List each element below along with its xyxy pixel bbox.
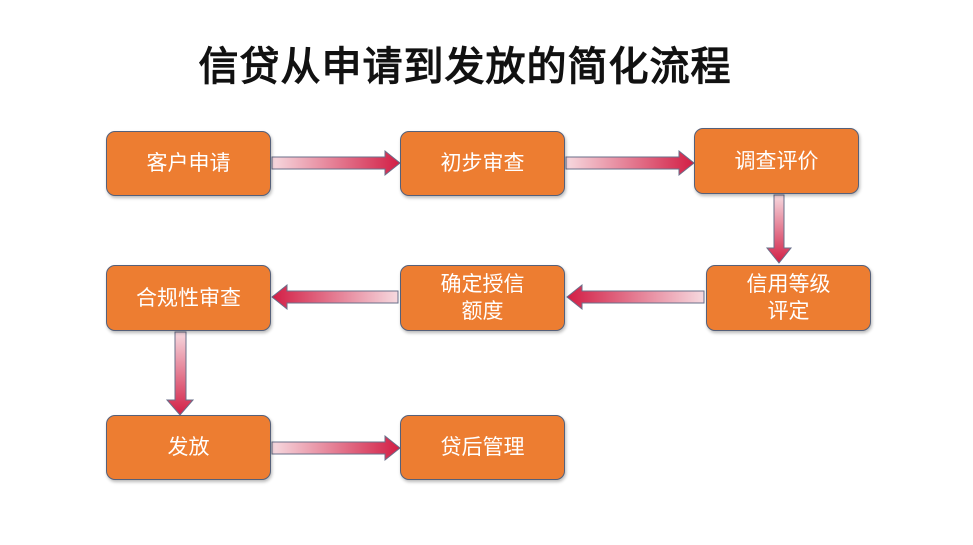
node-disburse: 发放 xyxy=(106,415,271,480)
arrow-apply-to-prelim xyxy=(271,149,401,177)
arrow-disburse-to-postloan xyxy=(271,434,401,462)
node-credit-rating: 信用等级评定 xyxy=(706,265,871,331)
node-preliminary-review: 初步审查 xyxy=(400,131,565,196)
page-title: 信贷从申请到发放的简化流程 xyxy=(198,44,732,90)
arrow-rating-to-limit xyxy=(566,283,705,311)
node-investigation: 调查评价 xyxy=(694,128,859,194)
node-customer-apply: 客户申请 xyxy=(106,131,271,196)
arrow-compliance-to-disburse xyxy=(165,331,195,416)
arrow-investigate-to-rating xyxy=(765,194,793,264)
node-credit-limit: 确定授信额度 xyxy=(400,265,565,331)
node-compliance-review: 合规性审查 xyxy=(106,265,271,331)
arrow-prelim-to-investigate xyxy=(565,149,695,177)
node-post-loan-management: 贷后管理 xyxy=(400,415,565,480)
arrow-limit-to-compliance xyxy=(271,283,399,311)
